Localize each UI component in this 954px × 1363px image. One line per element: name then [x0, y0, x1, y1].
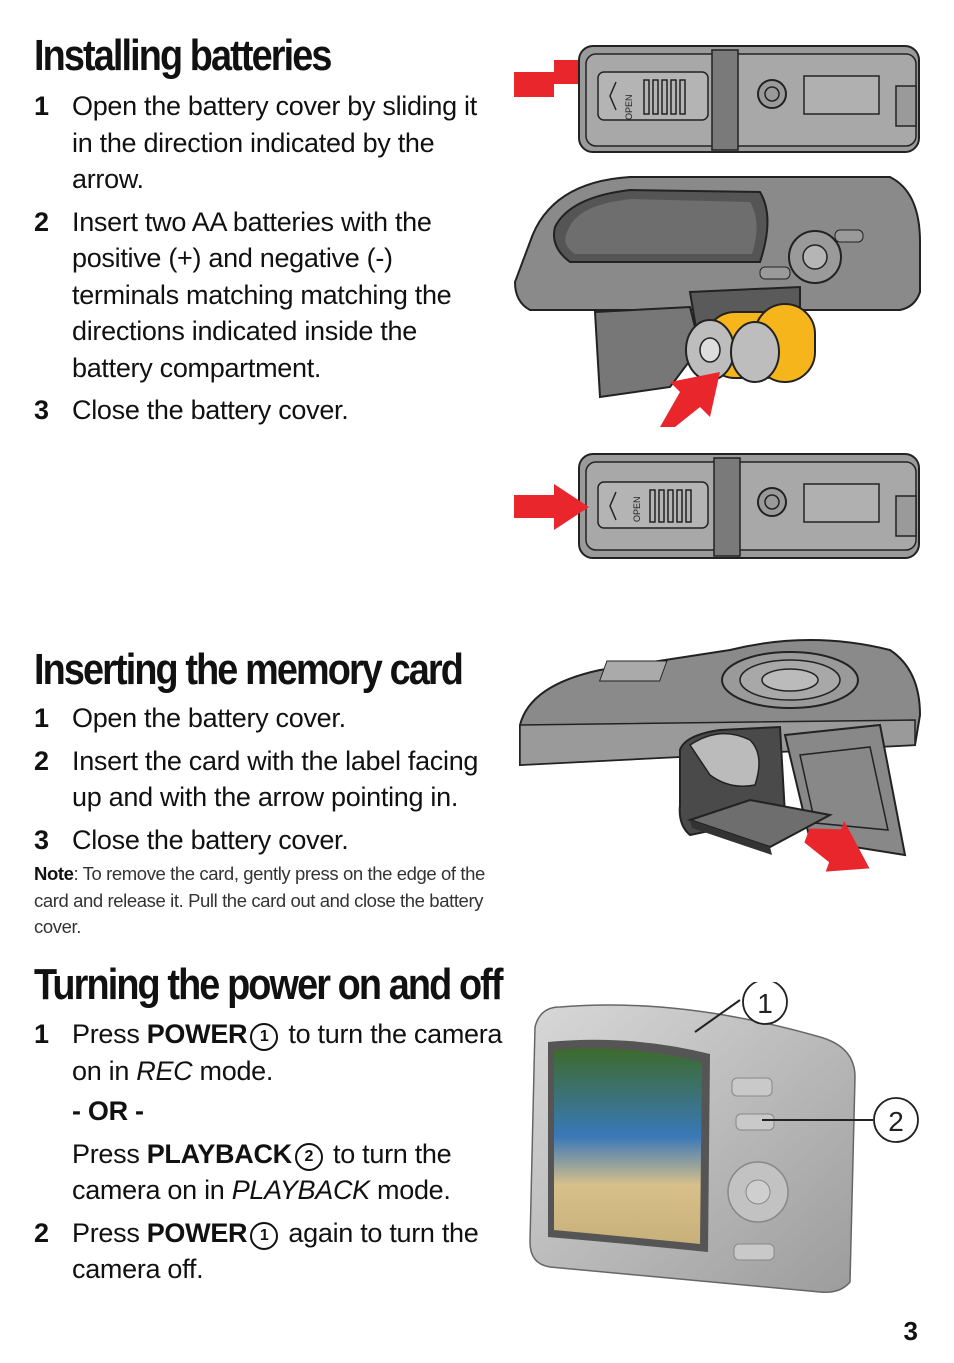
insert-card-arrow-icon — [804, 820, 870, 872]
step-text: Open the battery cover. — [72, 703, 346, 733]
step-text: again to turn the camera off. — [72, 1217, 479, 1285]
step-text: Press — [72, 1019, 147, 1049]
step-number: 1 — [34, 91, 49, 121]
step-text: Insert two AA batteries with the positiv… — [72, 206, 452, 383]
step-text: to turn the camera on in — [72, 1019, 503, 1086]
slide-open-arrow-icon — [514, 60, 589, 97]
battery-insert-illustration — [513, 176, 921, 427]
camera-back-illustration: 1 2 — [529, 982, 919, 1294]
insert-battery-arrow-icon — [660, 372, 720, 427]
step-text: mode. — [192, 1055, 274, 1086]
memory-card-note: Note: To remove the card, gently press o… — [34, 861, 504, 941]
power-button-name: POWER — [146, 1019, 248, 1049]
memory-card-insert-illustration — [519, 639, 922, 872]
callout-marker: 1 — [250, 1023, 279, 1051]
list-item: 3 Close the battery cover. — [34, 392, 484, 429]
step-text: Close the battery cover. — [72, 395, 349, 425]
step-text: Press — [72, 1138, 147, 1169]
callout-marker: 2 — [294, 1142, 323, 1171]
page-number: 3 — [903, 1316, 918, 1346]
list-item: 3 Close the battery cover. — [34, 822, 504, 859]
callout-marker: 1 — [250, 1221, 279, 1250]
callout-2-circle — [873, 1097, 919, 1143]
step-number: 3 — [34, 395, 49, 425]
callout-1-circle — [742, 982, 788, 1025]
list-item: 1 Open the battery cover. — [34, 700, 504, 737]
step-text: Open the battery cover by sliding it in … — [72, 91, 477, 194]
callout-1-label: 1 — [757, 988, 773, 1019]
mode-name: REC — [136, 1055, 193, 1086]
heading-turning-power: Turning the power on and off — [34, 960, 504, 1009]
playback-button-name: PLAYBACK — [146, 1138, 292, 1169]
heading-inserting-memory-card: Inserting the memory card — [34, 645, 464, 694]
callout-2-label: 2 — [888, 1106, 904, 1137]
step-number: 2 — [34, 745, 49, 776]
step-text: to turn the camera on in — [72, 1138, 452, 1206]
step-number: 3 — [34, 824, 49, 855]
battery-cover-closed-illustration: OPEN — [514, 453, 920, 559]
list-item: 2 Insert two AA batteries with the posit… — [34, 204, 484, 387]
open-label: OPEN — [624, 94, 634, 120]
step-number: 1 — [34, 703, 49, 733]
power-button-name: POWER — [146, 1217, 248, 1248]
memory-card-steps-list: 1 Open the battery cover. 2 Insert the c… — [34, 700, 504, 864]
step-text: Close the battery cover. — [72, 824, 349, 855]
list-item: 2 Insert the card with the label facing … — [34, 743, 504, 816]
step-number: 2 — [34, 1217, 49, 1248]
battery-steps-list: 1 Open the battery cover by sliding it i… — [34, 88, 484, 435]
battery-cover-open-illustration: OPEN — [514, 45, 920, 153]
list-item: 1 Open the battery cover by sliding it i… — [34, 88, 484, 198]
note-text: : To remove the card, gently press on th… — [34, 863, 485, 937]
or-separator: - OR - — [72, 1096, 144, 1126]
step-number: 1 — [34, 1019, 49, 1049]
mode-name: PLAYBACK — [231, 1175, 370, 1205]
heading-installing-batteries: Installing batteries — [34, 31, 332, 80]
step-text: Insert the card with the label facing up… — [72, 745, 479, 813]
step-text: mode. — [369, 1175, 451, 1205]
slide-close-arrow-icon — [514, 484, 589, 530]
step-number: 2 — [34, 206, 49, 237]
note-label: Note — [34, 863, 74, 884]
step-text: Press — [72, 1217, 147, 1248]
open-label: OPEN — [632, 496, 642, 522]
